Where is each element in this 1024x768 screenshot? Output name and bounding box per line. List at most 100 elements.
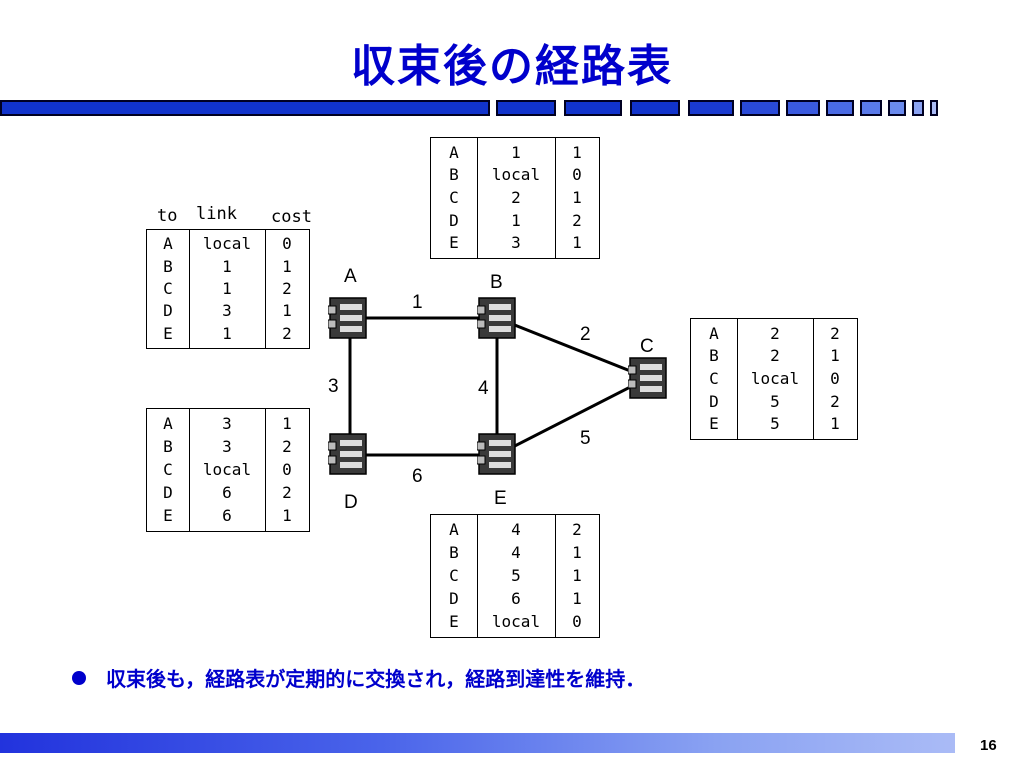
col-cost: 1 2 0 2 1 — [265, 409, 309, 531]
cell-link: 3 — [222, 414, 232, 433]
cell-to: B — [449, 543, 459, 562]
cell-link: local — [491, 612, 541, 631]
cell-to: B — [449, 165, 459, 185]
page-number: 16 — [980, 737, 997, 754]
bar-segment — [0, 100, 490, 116]
node-label-e: E — [494, 488, 507, 509]
cell-link: 1 — [511, 210, 521, 230]
cell-cost: 2 — [282, 323, 292, 343]
cell-to: B — [709, 346, 719, 366]
cell-to: E — [163, 323, 173, 343]
cell-cost: 1 — [282, 506, 292, 525]
cell-link: 6 — [511, 589, 521, 608]
bar-segment — [786, 100, 820, 116]
cell-link: 4 — [511, 543, 521, 562]
link-label-5: 5 — [580, 428, 591, 449]
bar-segment — [688, 100, 734, 116]
bar-segment — [564, 100, 622, 116]
cell-to: E — [163, 506, 173, 525]
bullet-text: 収束後も，経路表が定期的に交換され，経路到達性を維持． — [106, 667, 646, 691]
cell-cost: 1 — [282, 301, 292, 321]
slide-title: 収束後の経路表 — [351, 41, 673, 92]
cell-to: D — [449, 210, 459, 230]
cell-link: 3 — [222, 301, 232, 321]
bar-segment — [912, 100, 924, 116]
cell-link: 5 — [770, 391, 780, 411]
node-label-d: D — [344, 492, 358, 513]
bullet-point: 収束後も，経路表が定期的に交換され，経路到達性を維持． — [72, 663, 645, 692]
bar-segment — [496, 100, 556, 116]
link-2-line — [496, 316, 649, 380]
cell-to: E — [709, 414, 719, 434]
cell-link: 5 — [511, 566, 521, 585]
router-a-icon — [328, 297, 367, 339]
cell-cost: 0 — [572, 165, 582, 185]
cell-cost: 1 — [572, 543, 582, 562]
link-label-6: 6 — [412, 466, 423, 487]
cell-link: 6 — [222, 483, 232, 502]
cell-cost: 0 — [282, 234, 292, 254]
cell-cost: 1 — [572, 566, 582, 585]
header-link: link — [196, 204, 237, 224]
bottom-decorative-bar — [0, 733, 955, 753]
col-link: 4 4 5 6 local — [477, 515, 555, 637]
cell-to: C — [163, 278, 173, 298]
cell-link: 3 — [222, 437, 232, 456]
cell-to: D — [163, 301, 173, 321]
cell-cost: 1 — [282, 414, 292, 433]
cell-cost: 1 — [830, 346, 840, 366]
cell-link: 3 — [511, 233, 521, 253]
cell-link: 4 — [511, 520, 521, 539]
cell-link: local — [491, 165, 541, 185]
bar-segment — [826, 100, 854, 116]
router-e-icon — [477, 433, 516, 475]
cell-cost: 1 — [572, 187, 582, 207]
cell-to: D — [449, 589, 459, 608]
cell-cost: 2 — [572, 520, 582, 539]
cell-link: local — [750, 368, 800, 388]
cell-to: C — [163, 460, 173, 479]
router-b-icon — [477, 297, 516, 339]
cell-cost: 1 — [282, 256, 292, 276]
cell-link: 2 — [511, 187, 521, 207]
cell-link: 1 — [511, 142, 521, 162]
cell-link: 6 — [222, 506, 232, 525]
cell-cost: 0 — [572, 612, 582, 631]
header-to: to — [157, 206, 178, 226]
cell-cost: 2 — [282, 437, 292, 456]
link-label-1: 1 — [412, 292, 423, 313]
link-label-2: 2 — [580, 324, 591, 345]
bar-segment — [740, 100, 780, 116]
cell-to: A — [449, 520, 459, 539]
node-label-c: C — [640, 336, 654, 357]
cell-cost: 0 — [282, 460, 292, 479]
cell-link: 5 — [770, 414, 780, 434]
bar-segment — [630, 100, 680, 116]
bar-segment — [888, 100, 906, 116]
cell-link: 1 — [222, 256, 232, 276]
router-c-icon — [628, 357, 667, 399]
cell-to: C — [449, 566, 459, 585]
node-label-b: B — [490, 272, 503, 293]
cell-to: C — [709, 368, 719, 388]
cell-cost: 2 — [282, 278, 292, 298]
cell-to: A — [163, 414, 173, 433]
cell-to: C — [449, 187, 459, 207]
cell-cost: 2 — [282, 483, 292, 502]
